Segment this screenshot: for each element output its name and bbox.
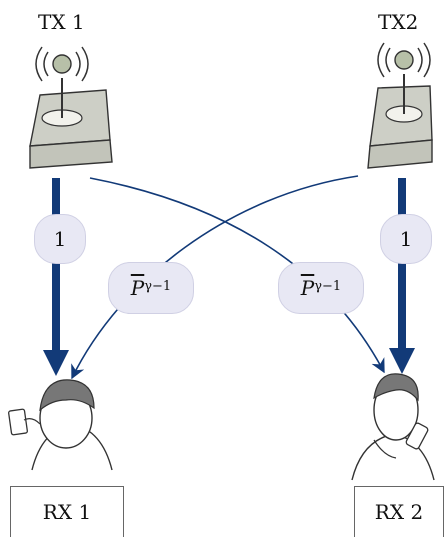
direct-gain-value: 1	[399, 227, 413, 251]
cross-link-tx2-rx1	[71, 175, 359, 380]
direct-link-tx2-rx2	[389, 178, 415, 374]
direct-gain-pill-1: 1	[34, 214, 86, 264]
direct-gain-value: 1	[53, 227, 67, 251]
rx1-label: RX 1	[10, 486, 124, 537]
cross-gain-exponent: γ−1	[144, 278, 172, 294]
direct-link-tx1-rx1	[43, 178, 69, 376]
cross-gain-base: P	[300, 276, 315, 300]
tx2-label: TX2	[378, 10, 419, 34]
cross-link-tx1-rx2	[89, 177, 385, 374]
cross-gain-base: P	[130, 276, 145, 300]
rx1-person-icon	[8, 379, 113, 471]
tx2-device-icon	[367, 42, 433, 169]
direct-gain-pill-2: 1	[380, 214, 432, 264]
rx2-person-icon	[351, 373, 435, 481]
tx1-label: TX 1	[38, 10, 85, 34]
rx2-label: RX 2	[354, 486, 444, 537]
tx1-device-icon	[29, 46, 113, 169]
cross-gain-exponent: γ−1	[314, 278, 342, 294]
